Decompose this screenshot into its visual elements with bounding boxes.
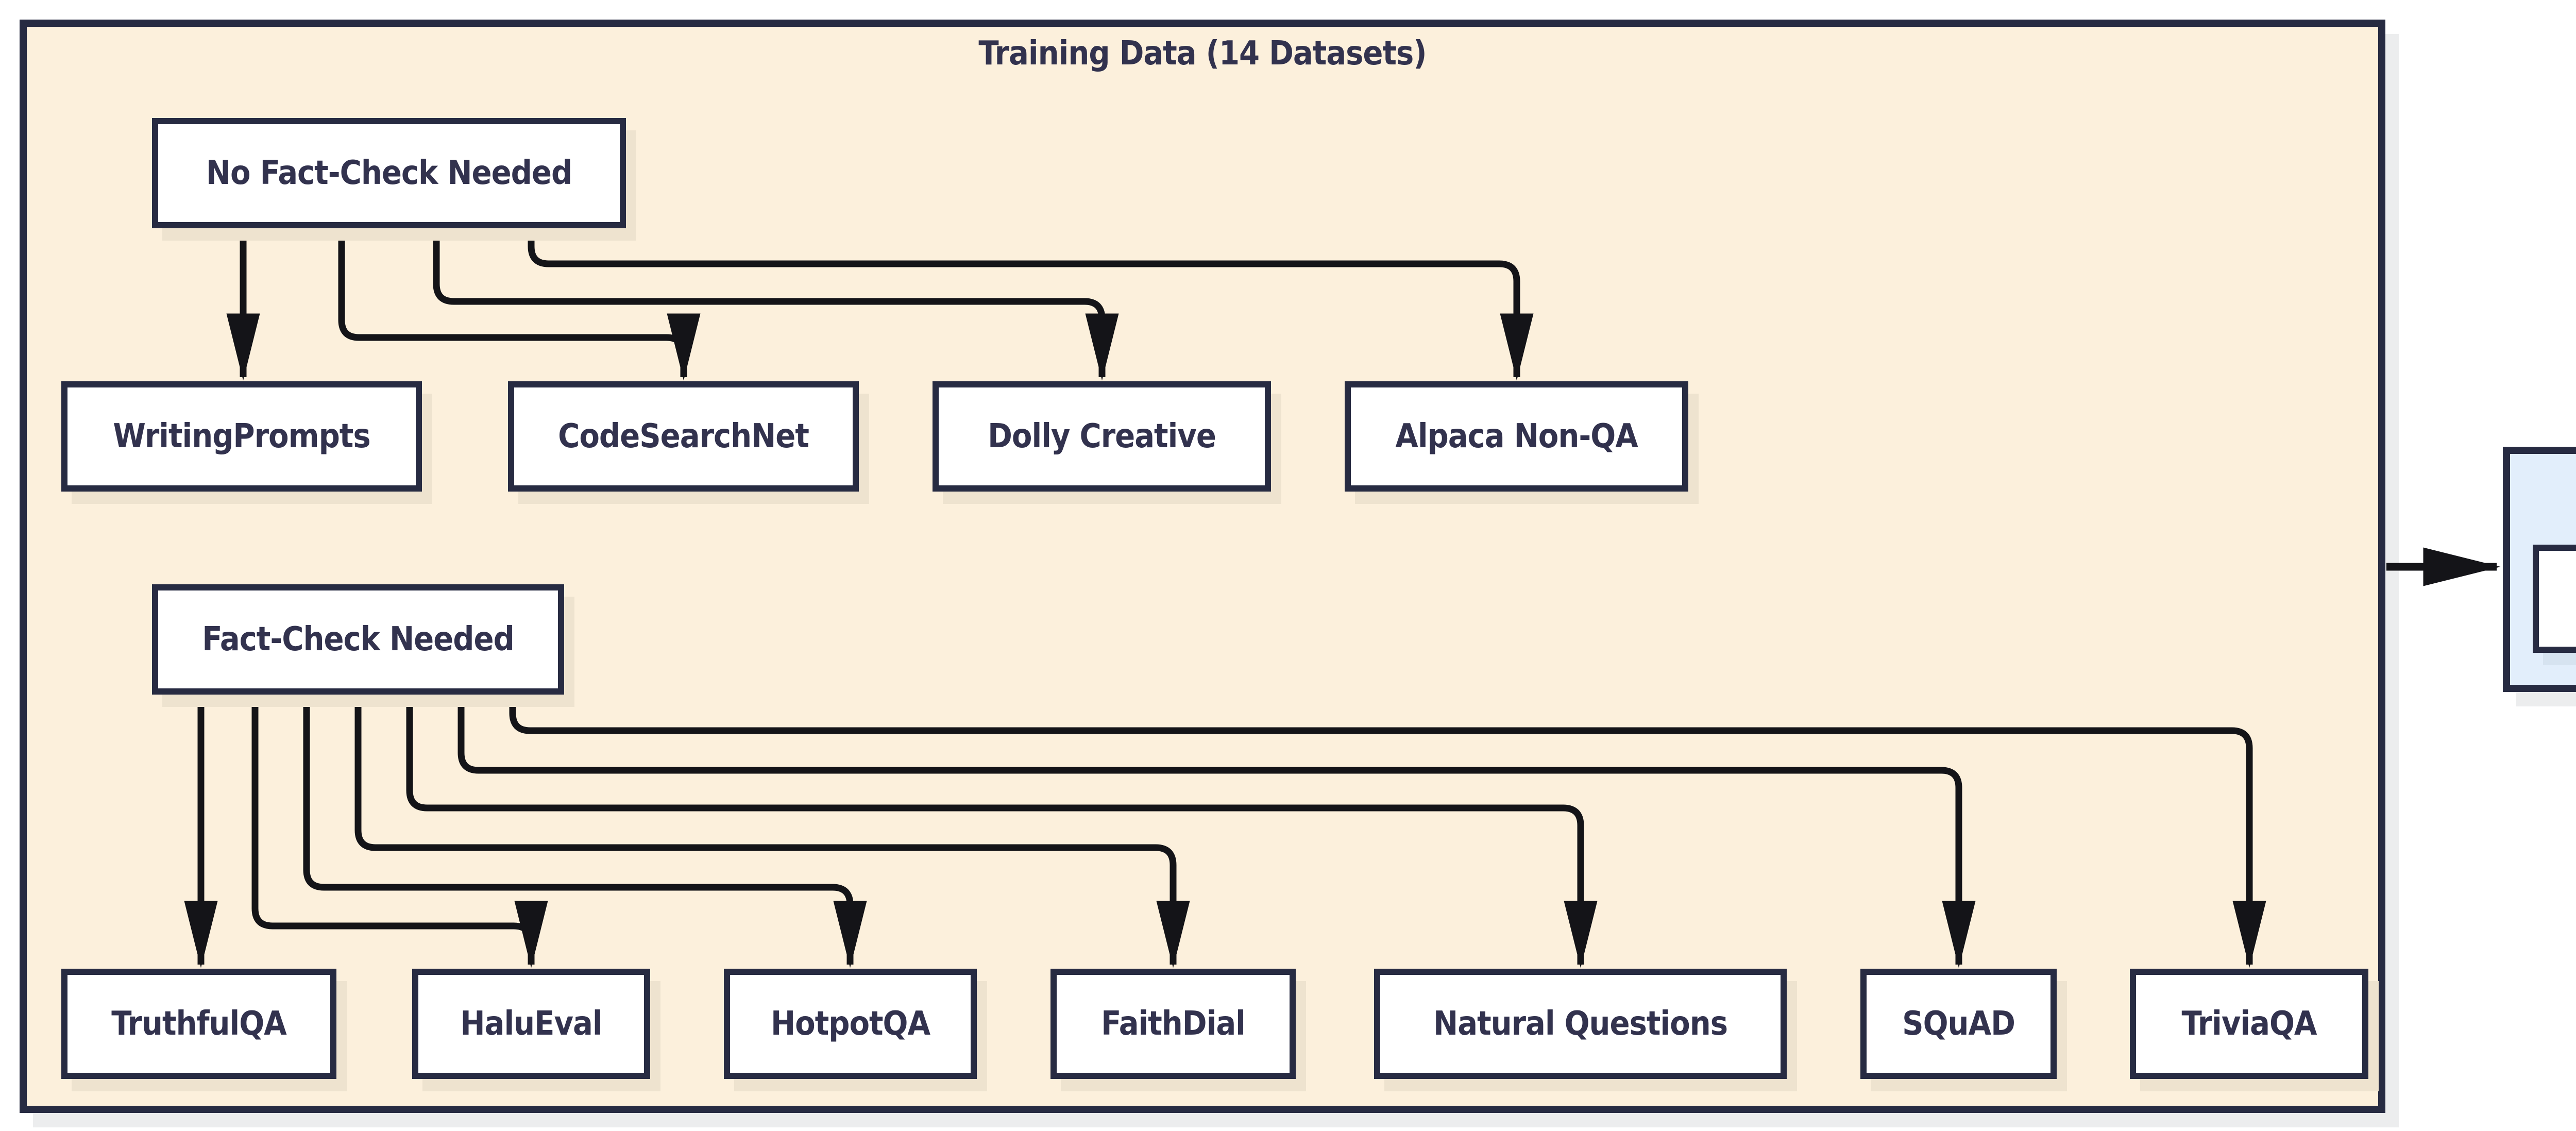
node-no-fact-check-needed: No Fact-Check Needed (152, 118, 626, 228)
node-hotpotqa: HotpotQA (724, 969, 977, 1079)
node-truthfulqa: TruthfulQA (61, 969, 336, 1079)
node-natural-questions: Natural Questions (1374, 969, 1787, 1079)
edge-fc-squad (457, 695, 1976, 968)
edge-nfc-dollycreative (433, 228, 1119, 381)
node-faithdial: FaithDial (1050, 969, 1296, 1079)
edge-fc-naturalquestions (406, 695, 1598, 968)
edge-fc-triviaqa (509, 695, 2266, 968)
node-alpaca-non-qa: Alpaca Non-QA (1345, 381, 1688, 492)
node-squad: SQuAD (1860, 969, 2057, 1079)
node-modernbert-base: ModernBERT Base (2533, 545, 2576, 653)
node-halueval: HaluEval (412, 969, 650, 1079)
edge-nfc-codesearchnet (338, 228, 701, 381)
node-triviaqa: TriviaQA (2130, 969, 2368, 1079)
node-dolly-creative: Dolly Creative (933, 381, 1271, 492)
training-data-title: Training Data (14 Datasets) (978, 35, 1427, 73)
node-codesearchnet: CodeSearchNet (508, 381, 859, 492)
node-fact-check-needed: Fact-Check Needed (152, 584, 564, 695)
edge-fc-halueval (251, 695, 548, 968)
edge-nfc-alpacanonqa (528, 228, 1534, 381)
edge-fc-faithdial (354, 695, 1190, 968)
node-writingprompts: WritingPrompts (61, 381, 422, 492)
edge-fc-hotpotqa (303, 695, 867, 968)
